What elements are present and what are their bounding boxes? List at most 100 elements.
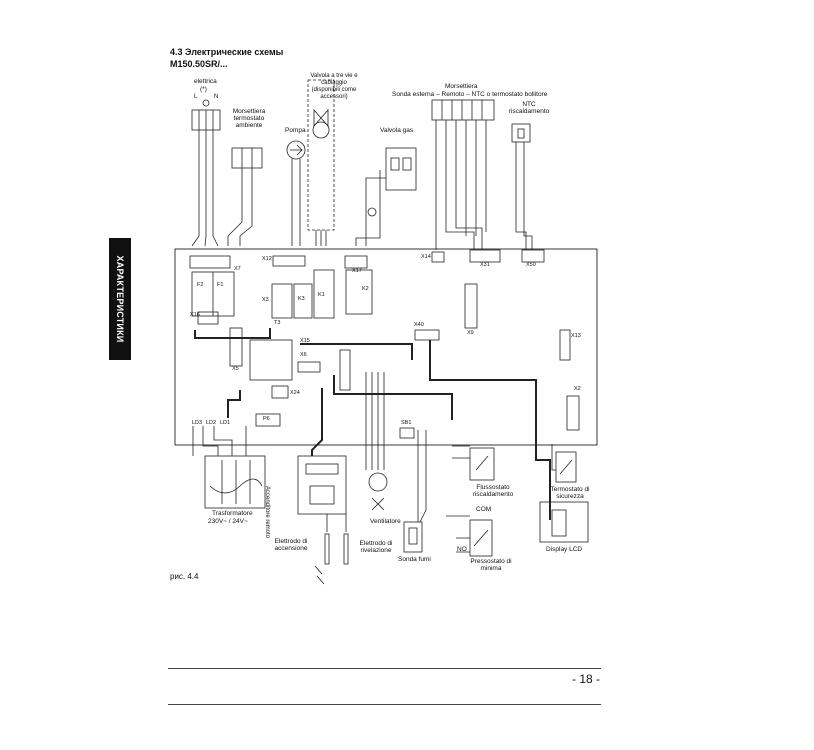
relay-k1 — [313, 269, 335, 319]
connector-label-x2: X2 — [574, 386, 581, 392]
connector-label-x24: X24 — [290, 390, 300, 396]
component-label-f1: F1 — [217, 282, 224, 288]
pump-label: Pompa — [285, 127, 306, 134]
connector-x24 — [271, 385, 289, 399]
connector-label-x6: X6 — [300, 352, 307, 358]
three-way-valve — [307, 79, 335, 231]
com-label: COM — [476, 506, 492, 513]
room-thermostat-label: Morsettiera termostato ambiente — [232, 108, 266, 129]
connector-label-x50: X50 — [526, 262, 536, 268]
connector-label-x13: X13 — [571, 333, 581, 339]
main-board — [174, 248, 598, 446]
component-label-k3: K3 — [298, 296, 305, 302]
connector-label-x15: X15 — [300, 338, 310, 344]
connector-x15 — [339, 349, 351, 391]
no-label: NO — [457, 546, 467, 553]
supply-terminal — [191, 99, 221, 131]
connector-label-x3: X3 — [262, 297, 269, 303]
gas-valve-label: Valvola gas — [380, 127, 414, 134]
component-label-ld2: LD2 — [206, 420, 217, 426]
wiring-bus — [194, 328, 551, 520]
safety-thermostat — [551, 444, 577, 483]
block-center — [249, 339, 293, 381]
connector-label-x5: X5 — [232, 366, 239, 372]
connector-x50 — [521, 249, 545, 263]
side-tab: ХАРАКТЕРИСТИКИ — [109, 238, 131, 360]
component-label-k1: K1 — [318, 292, 325, 298]
connector-x9 — [464, 283, 478, 329]
connector-x31 — [469, 249, 501, 263]
connector-x14 — [431, 251, 445, 263]
transformer-voltage: 230V~ / 24V~ — [208, 518, 248, 525]
supply-note: (*) — [200, 86, 207, 93]
pump-symbol — [286, 140, 306, 160]
connector-x2 — [566, 395, 580, 431]
page-number: - 18 - — [572, 672, 601, 686]
switch-sb1 — [399, 427, 415, 439]
component-label-k2: K2 — [362, 286, 369, 292]
transformer — [204, 455, 266, 509]
connector-x17 — [344, 255, 368, 269]
potentiometer-p6 — [255, 413, 281, 427]
flue-probe — [403, 430, 427, 553]
footer-rule-bottom — [168, 704, 601, 705]
ignition-electrode-label: Elettrodo di accensione — [274, 538, 308, 552]
block-x5 — [229, 327, 243, 367]
connector-x6 — [297, 361, 321, 373]
connector-label-x7: X7 — [234, 266, 241, 272]
earth-symbol — [314, 565, 325, 585]
flow-switch-label: Flussostato riscaldamento — [472, 484, 514, 498]
component-label-t3: T3 — [274, 320, 281, 326]
connector-label-x17: X17 — [352, 268, 362, 274]
connector-label-x12: X12 — [262, 256, 272, 262]
igniter — [297, 455, 347, 515]
display-label: Display LCD — [546, 546, 583, 553]
connector-x40 — [414, 329, 440, 341]
pressure-switch-label: Pressostato di minima — [470, 558, 512, 572]
flow-switch — [452, 445, 495, 481]
component-label-p6: P6 — [263, 416, 270, 422]
transformer-label: Trasformatore — [212, 510, 253, 517]
gas-valve — [367, 147, 417, 217]
connector-label-x14: X14 — [421, 254, 431, 260]
ntc-label: NTC riscaldamento — [508, 101, 550, 115]
connector-x7 — [189, 255, 231, 269]
fan-label: Ventilatore — [370, 518, 401, 525]
relay-k2 — [345, 269, 373, 315]
section-title: 4.3 Электрические схемы — [170, 47, 284, 57]
supply-terminal-l: L — [194, 94, 198, 100]
connector-label-x16: X16 — [190, 312, 200, 318]
connector-label-x40: X40 — [414, 322, 424, 328]
pressure-switch — [446, 515, 493, 557]
supply-label: elettrica — [194, 78, 217, 85]
component-label-f2: F2 — [197, 282, 204, 288]
component-label-ld3: LD3 — [192, 420, 203, 426]
connector-x3 — [271, 283, 293, 319]
wiring-top — [191, 120, 533, 250]
valve-note: Valvola a tre vie e cablaggio (disponibi… — [310, 73, 358, 100]
connector-label-x9: X9 — [467, 330, 474, 336]
detection-electrode-label: Elettrodo di rivelazione — [359, 540, 393, 554]
terminal-block-label: Morsettiera — [445, 83, 478, 90]
terminal-block — [431, 99, 495, 121]
relay-k3 — [293, 283, 313, 319]
fan — [365, 372, 388, 511]
lcd-display — [539, 501, 589, 543]
terminal-block-sublabel: Sonda esterna – Remoto – NTC o termostat… — [392, 91, 548, 98]
supply-terminal-n: N — [214, 94, 219, 100]
component-label-ld1: LD1 — [220, 420, 231, 426]
flue-probe-label: Sonda fumi — [398, 556, 431, 563]
electrodes — [324, 514, 349, 565]
figure-caption: рис. 4.4 — [170, 572, 199, 581]
ntc-sensor — [511, 123, 531, 143]
room-thermostat-terminal — [231, 147, 263, 169]
model-title: M150.50SR/... — [170, 59, 228, 69]
connector-x16 — [197, 311, 219, 325]
igniter-label: Accenditore remoto — [264, 486, 270, 539]
safety-thermostat-label: Termostato di sicurezza — [550, 486, 590, 500]
component-label-sb1: SB1 — [401, 420, 412, 426]
footer-rule-top — [168, 668, 601, 669]
connector-x13 — [559, 329, 571, 361]
